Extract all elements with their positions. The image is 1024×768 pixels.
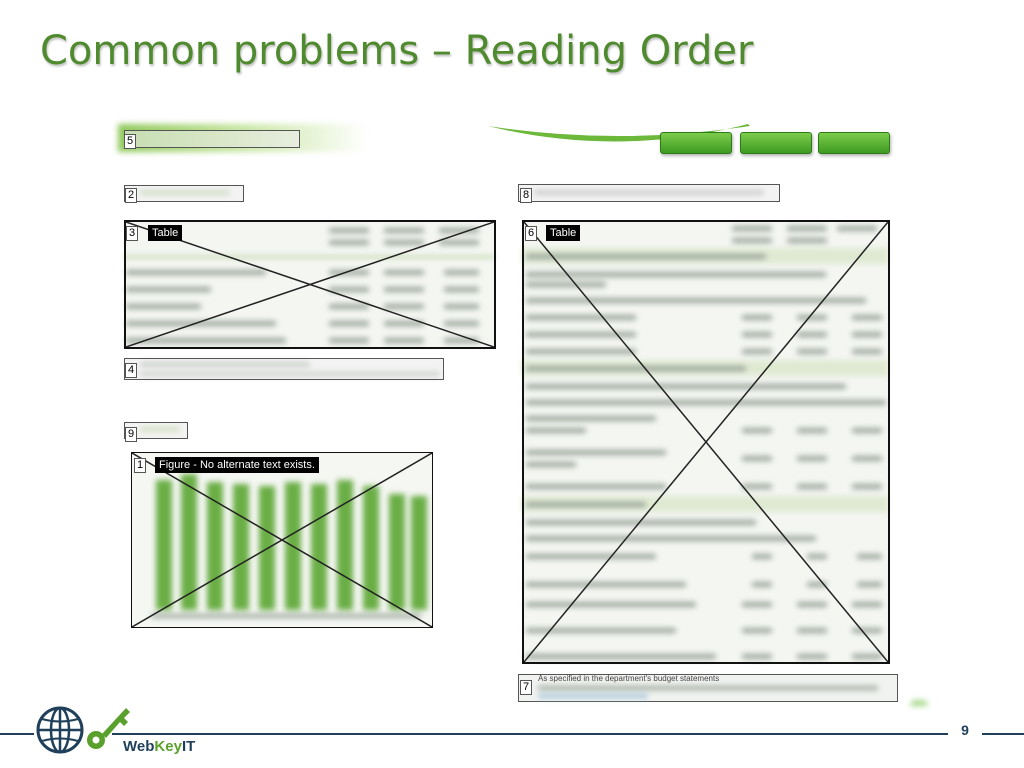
- heading-box-9: [124, 422, 188, 439]
- right-table-blurred: [522, 220, 888, 662]
- figure-tooltip: Figure - No alternate text exists.: [155, 457, 319, 473]
- left-table-blurred: [124, 220, 494, 348]
- note-box-4: [124, 358, 444, 380]
- reading-order-tag-5: 5: [124, 134, 137, 149]
- header-swoosh: [488, 124, 750, 142]
- footer-rule-main: [112, 733, 948, 735]
- heading-box-2: [124, 185, 244, 202]
- note-7-snippet: As specified in the department's budget …: [538, 674, 720, 683]
- reading-order-tag-9: 9: [125, 427, 138, 442]
- heading-box-8: [518, 184, 780, 202]
- figure-frame: [131, 452, 433, 628]
- brand-it: IT: [181, 738, 196, 755]
- page-number: 9: [950, 722, 980, 738]
- reading-order-tag-3: 3: [126, 226, 139, 241]
- left-table-frame: [124, 220, 496, 349]
- table-left-tooltip: Table: [148, 225, 183, 241]
- nav-button-1: [660, 132, 732, 154]
- brand-web: Web: [123, 738, 155, 755]
- nav-button-2: [740, 132, 812, 154]
- reading-order-tag-6: 6: [525, 226, 538, 241]
- reading-order-tag-2: 2: [125, 188, 138, 203]
- figure-blurred-chart: [131, 452, 433, 628]
- decor-green-dot: [910, 700, 928, 706]
- banner-left-box: [124, 130, 300, 148]
- blurred-note-7a: [538, 686, 878, 690]
- table-right-tooltip: Table: [546, 225, 581, 241]
- reading-order-tag-1: 1: [134, 458, 147, 473]
- slide-title: Common problems – Reading Order: [40, 28, 754, 74]
- reading-order-tag-4: 4: [125, 363, 138, 378]
- nav-button-3: [818, 132, 890, 154]
- reading-order-tag-8: 8: [520, 188, 533, 203]
- right-table-frame: [522, 220, 890, 664]
- footer-rule-left: [0, 733, 34, 735]
- webkeyit-logo-icon: [36, 706, 130, 754]
- brand-key: Key: [154, 738, 182, 755]
- footer-rule-right: [982, 733, 1024, 735]
- brand-logo-text: WebKeyIT: [123, 738, 195, 755]
- reading-order-tag-7: 7: [520, 680, 533, 695]
- blurred-note-7b: [538, 694, 648, 698]
